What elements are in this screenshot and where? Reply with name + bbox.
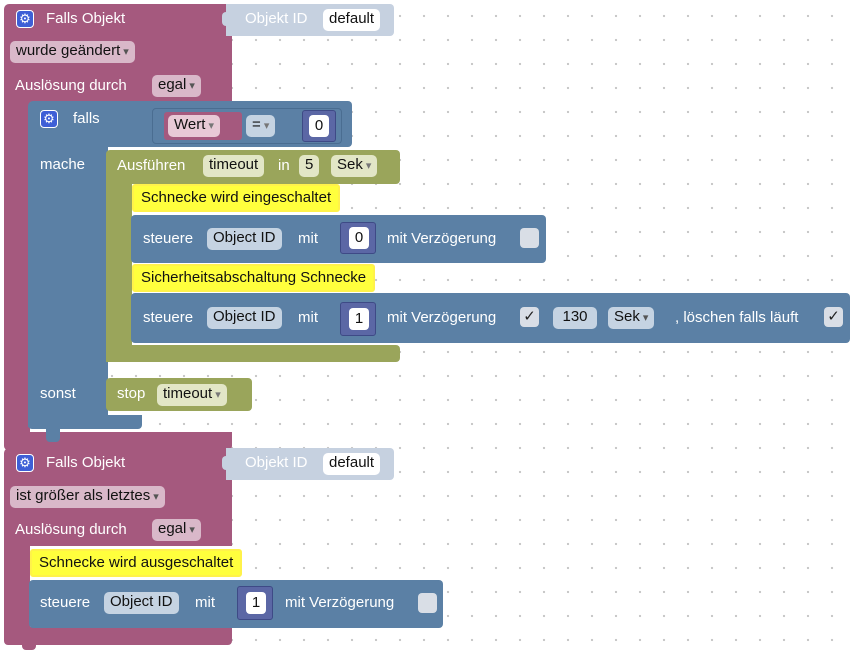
trigger-2-spine (4, 544, 30, 634)
gear-icon[interactable]: ⚙ (16, 454, 34, 472)
control-2-delay-label: mit Verzögerung (387, 309, 497, 326)
do-label: mache (40, 156, 86, 173)
control-1-delay-label: mit Verzögerung (387, 230, 497, 247)
control-1-object-field[interactable]: Object ID (207, 228, 282, 250)
stop-timeout-dropdown[interactable]: timeout (157, 384, 227, 406)
object-id-value-2[interactable]: default (323, 453, 381, 475)
comment-block-2[interactable]: Sicherheitsabschaltung Schnecke (132, 264, 376, 292)
control-1-delay-checkbox[interactable] (520, 228, 539, 248)
control-3-delay-label: mit Verzögerung (285, 594, 395, 611)
control-2-label: steuere (143, 309, 194, 326)
else-label: sonst (40, 385, 76, 402)
control-2-clear-checkbox[interactable]: ✓ (824, 307, 843, 327)
object-id-value-1[interactable]: default (323, 9, 381, 31)
control-3-object-field[interactable]: Object ID (104, 592, 179, 614)
control-2-value[interactable]: 1 (349, 308, 369, 330)
trigger-1-trigger-by-dropdown[interactable]: egal (152, 75, 201, 97)
control-2-value-slot (340, 302, 376, 336)
timeout-amount-field[interactable]: 5 (299, 155, 320, 177)
control-3-label: steuere (40, 594, 91, 611)
comment-block-3[interactable]: Schnecke wird ausgeschaltet (30, 549, 243, 577)
trigger-1-bottom-bar (4, 432, 232, 450)
control-3-value[interactable]: 1 (246, 592, 266, 614)
control-2-delay-unit-dropdown[interactable]: Sek (608, 307, 655, 329)
control-3-body (29, 580, 443, 628)
gear-icon[interactable]: ⚙ (16, 10, 34, 28)
trigger-1-spine (4, 100, 30, 440)
trigger-2-condition-dropdown[interactable]: ist größer als letztes (10, 486, 165, 508)
if-block-bottom-tab (46, 428, 60, 442)
timeout-block-spine (106, 182, 132, 362)
trigger-1-trigger-by-label: Auslösung durch (15, 77, 127, 94)
trigger-2-trigger-by-dropdown[interactable]: egal (152, 519, 201, 541)
timeout-label: Ausführen (117, 157, 186, 174)
object-id-label-1: Objekt ID (245, 10, 308, 27)
control-2-object-field[interactable]: Object ID (207, 307, 282, 329)
trigger-2-bottom-bar (4, 627, 232, 645)
trigger-2-trigger-by-label: Auslösung durch (15, 521, 127, 538)
timeout-in-label: in (278, 157, 290, 174)
if-block-spine (28, 145, 108, 427)
trigger-1-label: Falls Objekt (46, 10, 126, 27)
if-block-footer (28, 415, 142, 429)
control-2-delay-checkbox[interactable]: ✓ (520, 307, 539, 327)
object-id-connector-2 (222, 456, 232, 470)
control-3-with-label: mit (195, 594, 215, 611)
trigger-2-label: Falls Objekt (46, 454, 126, 471)
object-id-label-2: Objekt ID (245, 454, 308, 471)
compare-left-dropdown[interactable]: Wert (168, 115, 220, 137)
compare-right-value[interactable]: 0 (309, 115, 329, 137)
control-3-delay-checkbox[interactable] (418, 593, 437, 613)
timeout-block-footer (106, 345, 400, 362)
control-1-value[interactable]: 0 (349, 227, 369, 249)
control-1-label: steuere (143, 230, 194, 247)
trigger-2-bottom-tab (22, 642, 36, 650)
control-2-delay-value-field[interactable]: 130 (553, 307, 597, 329)
control-1-body (131, 215, 546, 263)
trigger-1-condition-dropdown[interactable]: wurde geändert (10, 41, 135, 63)
control-1-with-label: mit (298, 230, 318, 247)
timeout-name-field[interactable]: timeout (203, 155, 265, 177)
compare-operator-dropdown[interactable]: = (246, 115, 276, 137)
timeout-unit-dropdown[interactable]: Sek (331, 155, 378, 177)
gear-icon[interactable]: ⚙ (40, 110, 58, 128)
object-id-connector-1 (222, 12, 232, 26)
control-2-clear-label: , löschen falls läuft (675, 309, 799, 326)
stop-label: stop (117, 385, 146, 402)
if-label: falls (73, 110, 100, 127)
comment-block-1[interactable]: Schnecke wird eingeschaltet (132, 184, 341, 212)
control-2-with-label: mit (298, 309, 318, 326)
